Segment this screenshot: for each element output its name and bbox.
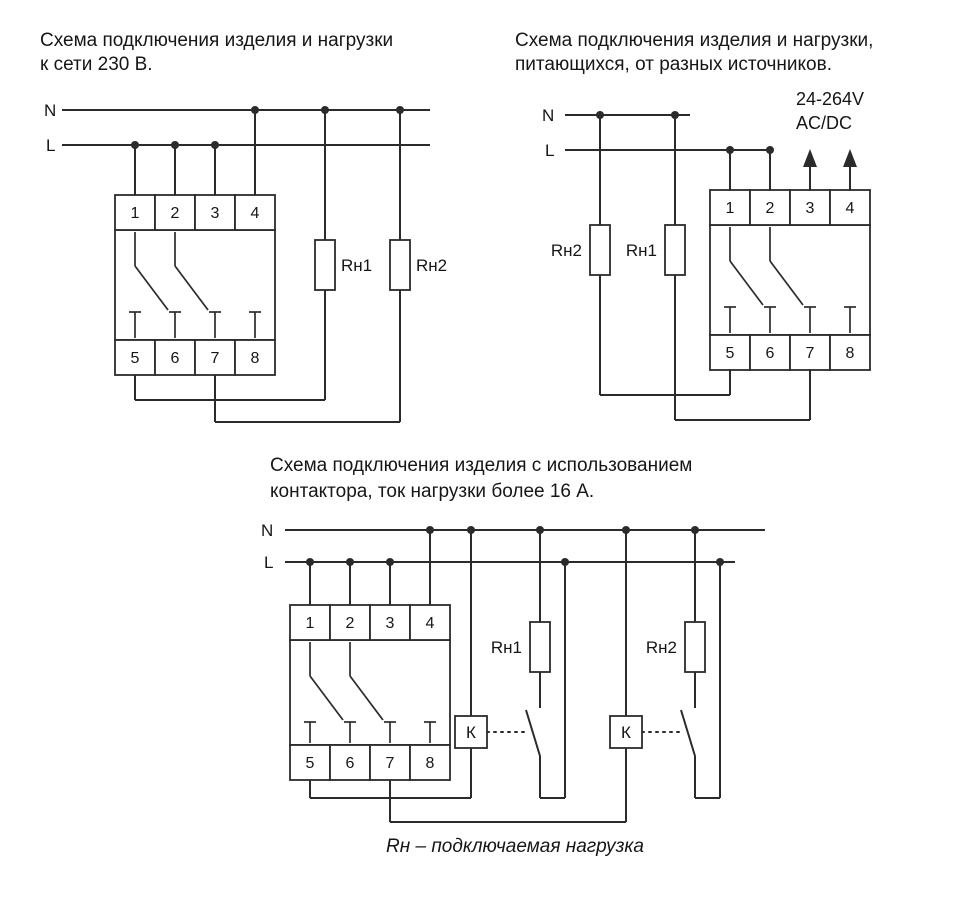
diagram2-n-label: N: [542, 106, 554, 125]
diagram1-junction-dots: [131, 106, 404, 149]
load-resistor-rn1: [314, 239, 336, 291]
terminal-box: [409, 744, 451, 781]
load-resistor-rn1: [664, 224, 686, 276]
terminal-number: 5: [306, 755, 315, 772]
supply-arrow-icon: [803, 149, 817, 167]
load-resistor-rn2: [389, 239, 411, 291]
diagram2-wires: [599, 115, 851, 421]
terminal-number: 5: [131, 350, 140, 367]
relay-body: [709, 224, 871, 336]
diagram2-title-line2: питающихся, от разных источников.: [515, 54, 832, 75]
terminal-box: [289, 604, 331, 641]
terminal-box: [789, 334, 831, 371]
terminal-number: 4: [426, 615, 435, 632]
terminal-box: [194, 339, 236, 376]
diagram1-l-label: L: [46, 136, 55, 155]
terminal-number: 6: [346, 755, 355, 772]
diagram1-title-line1: Схема подключения изделия и нагрузки: [40, 30, 393, 51]
load-legend-caption: Rн – подключаемая нагрузка: [386, 836, 644, 857]
diagram1-title-line2: к сети 230 В.: [40, 54, 153, 75]
diagram2-relay-block: 1 2 3 4 5 6 7 8: [709, 189, 871, 371]
terminal-number: 2: [766, 200, 775, 217]
terminal-box: [234, 339, 276, 376]
diagram3-relay-block: 1 2 3 4 5 6 7 8: [289, 604, 451, 781]
relay-contacts: [129, 232, 261, 338]
contactor-coil-box-k1: [454, 715, 488, 749]
diagram2-junction-dots: [596, 111, 774, 154]
terminal-box: [194, 194, 236, 231]
load-resistor-rn1: [529, 621, 551, 673]
supply-arrow-icon: [843, 149, 857, 167]
terminal-number: 2: [171, 205, 180, 222]
terminal-number: 7: [806, 345, 815, 362]
terminal-box: [829, 334, 871, 371]
supply-acdc-label: AC/DC: [796, 113, 852, 133]
diagram1-wires: [134, 110, 401, 423]
terminal-number: 1: [131, 205, 140, 222]
terminal-number: 7: [211, 350, 220, 367]
diagram-contactor: Схема подключения изделия с использовани…: [261, 455, 765, 823]
rn1-label: Rн1: [626, 241, 657, 260]
terminal-number: 7: [386, 755, 395, 772]
terminal-box: [154, 339, 196, 376]
terminal-box: [709, 334, 751, 371]
diagram1-relay-block: 1 2 3 4 5 6 7 8: [114, 194, 276, 376]
load-resistor-rn2: [684, 621, 706, 673]
diagram2-title-line1: Схема подключения изделия и нагрузки,: [515, 30, 873, 51]
rn2-label: Rн2: [646, 638, 677, 657]
terminal-number: 6: [766, 345, 775, 362]
terminal-box: [789, 189, 831, 226]
terminal-number: 5: [726, 345, 735, 362]
contactor-k1-label: К: [466, 723, 476, 742]
diagram2-l-label: L: [545, 141, 554, 160]
diagram-mains-230v: Схема подключения изделия и нагрузки к с…: [40, 30, 447, 423]
relay-contacts: [724, 227, 856, 333]
terminal-number: 6: [171, 350, 180, 367]
terminal-number: 4: [846, 200, 855, 217]
contactor-k2-label: К: [621, 723, 631, 742]
diagram3-n-label: N: [261, 521, 273, 540]
supply-voltage-label: 24-264V: [796, 89, 864, 109]
diagram3-title-line1: Схема подключения изделия с использовани…: [270, 455, 692, 476]
terminal-number: 1: [726, 200, 735, 217]
terminal-number: 3: [386, 615, 395, 632]
rn1-label: Rн1: [491, 638, 522, 657]
terminal-box: [114, 194, 156, 231]
diagram3-l-label: L: [264, 553, 273, 572]
load-resistor-rn2: [589, 224, 611, 276]
terminal-number: 4: [251, 205, 260, 222]
rn2-label: Rн2: [551, 241, 582, 260]
terminal-number: 1: [306, 615, 315, 632]
terminal-box: [709, 189, 751, 226]
relay-contacts: [304, 642, 436, 743]
contactor-coil-box-k2: [609, 715, 643, 749]
diagram-separate-sources: Схема подключения изделия и нагрузки, пи…: [515, 30, 873, 421]
terminal-box: [154, 194, 196, 231]
relay-body: [114, 229, 276, 341]
terminal-box: [234, 194, 276, 231]
diagram3-junction-dots: [306, 526, 724, 566]
terminal-number: 8: [426, 755, 435, 772]
terminal-number: 3: [806, 200, 815, 217]
terminal-box: [829, 189, 871, 226]
rn1-label: Rн1: [341, 256, 372, 275]
rn2-label: Rн2: [416, 256, 447, 275]
terminal-number: 8: [846, 345, 855, 362]
diagram1-n-label: N: [44, 101, 56, 120]
terminal-number: 8: [251, 350, 260, 367]
terminal-number: 3: [211, 205, 220, 222]
terminal-box: [409, 604, 451, 641]
terminal-number: 2: [346, 615, 355, 632]
diagram3-title-line2: контактора, ток нагрузки более 16 А.: [270, 481, 594, 502]
diagram3-wires: [309, 530, 721, 823]
relay-body: [289, 639, 451, 746]
terminal-box: [289, 744, 331, 781]
